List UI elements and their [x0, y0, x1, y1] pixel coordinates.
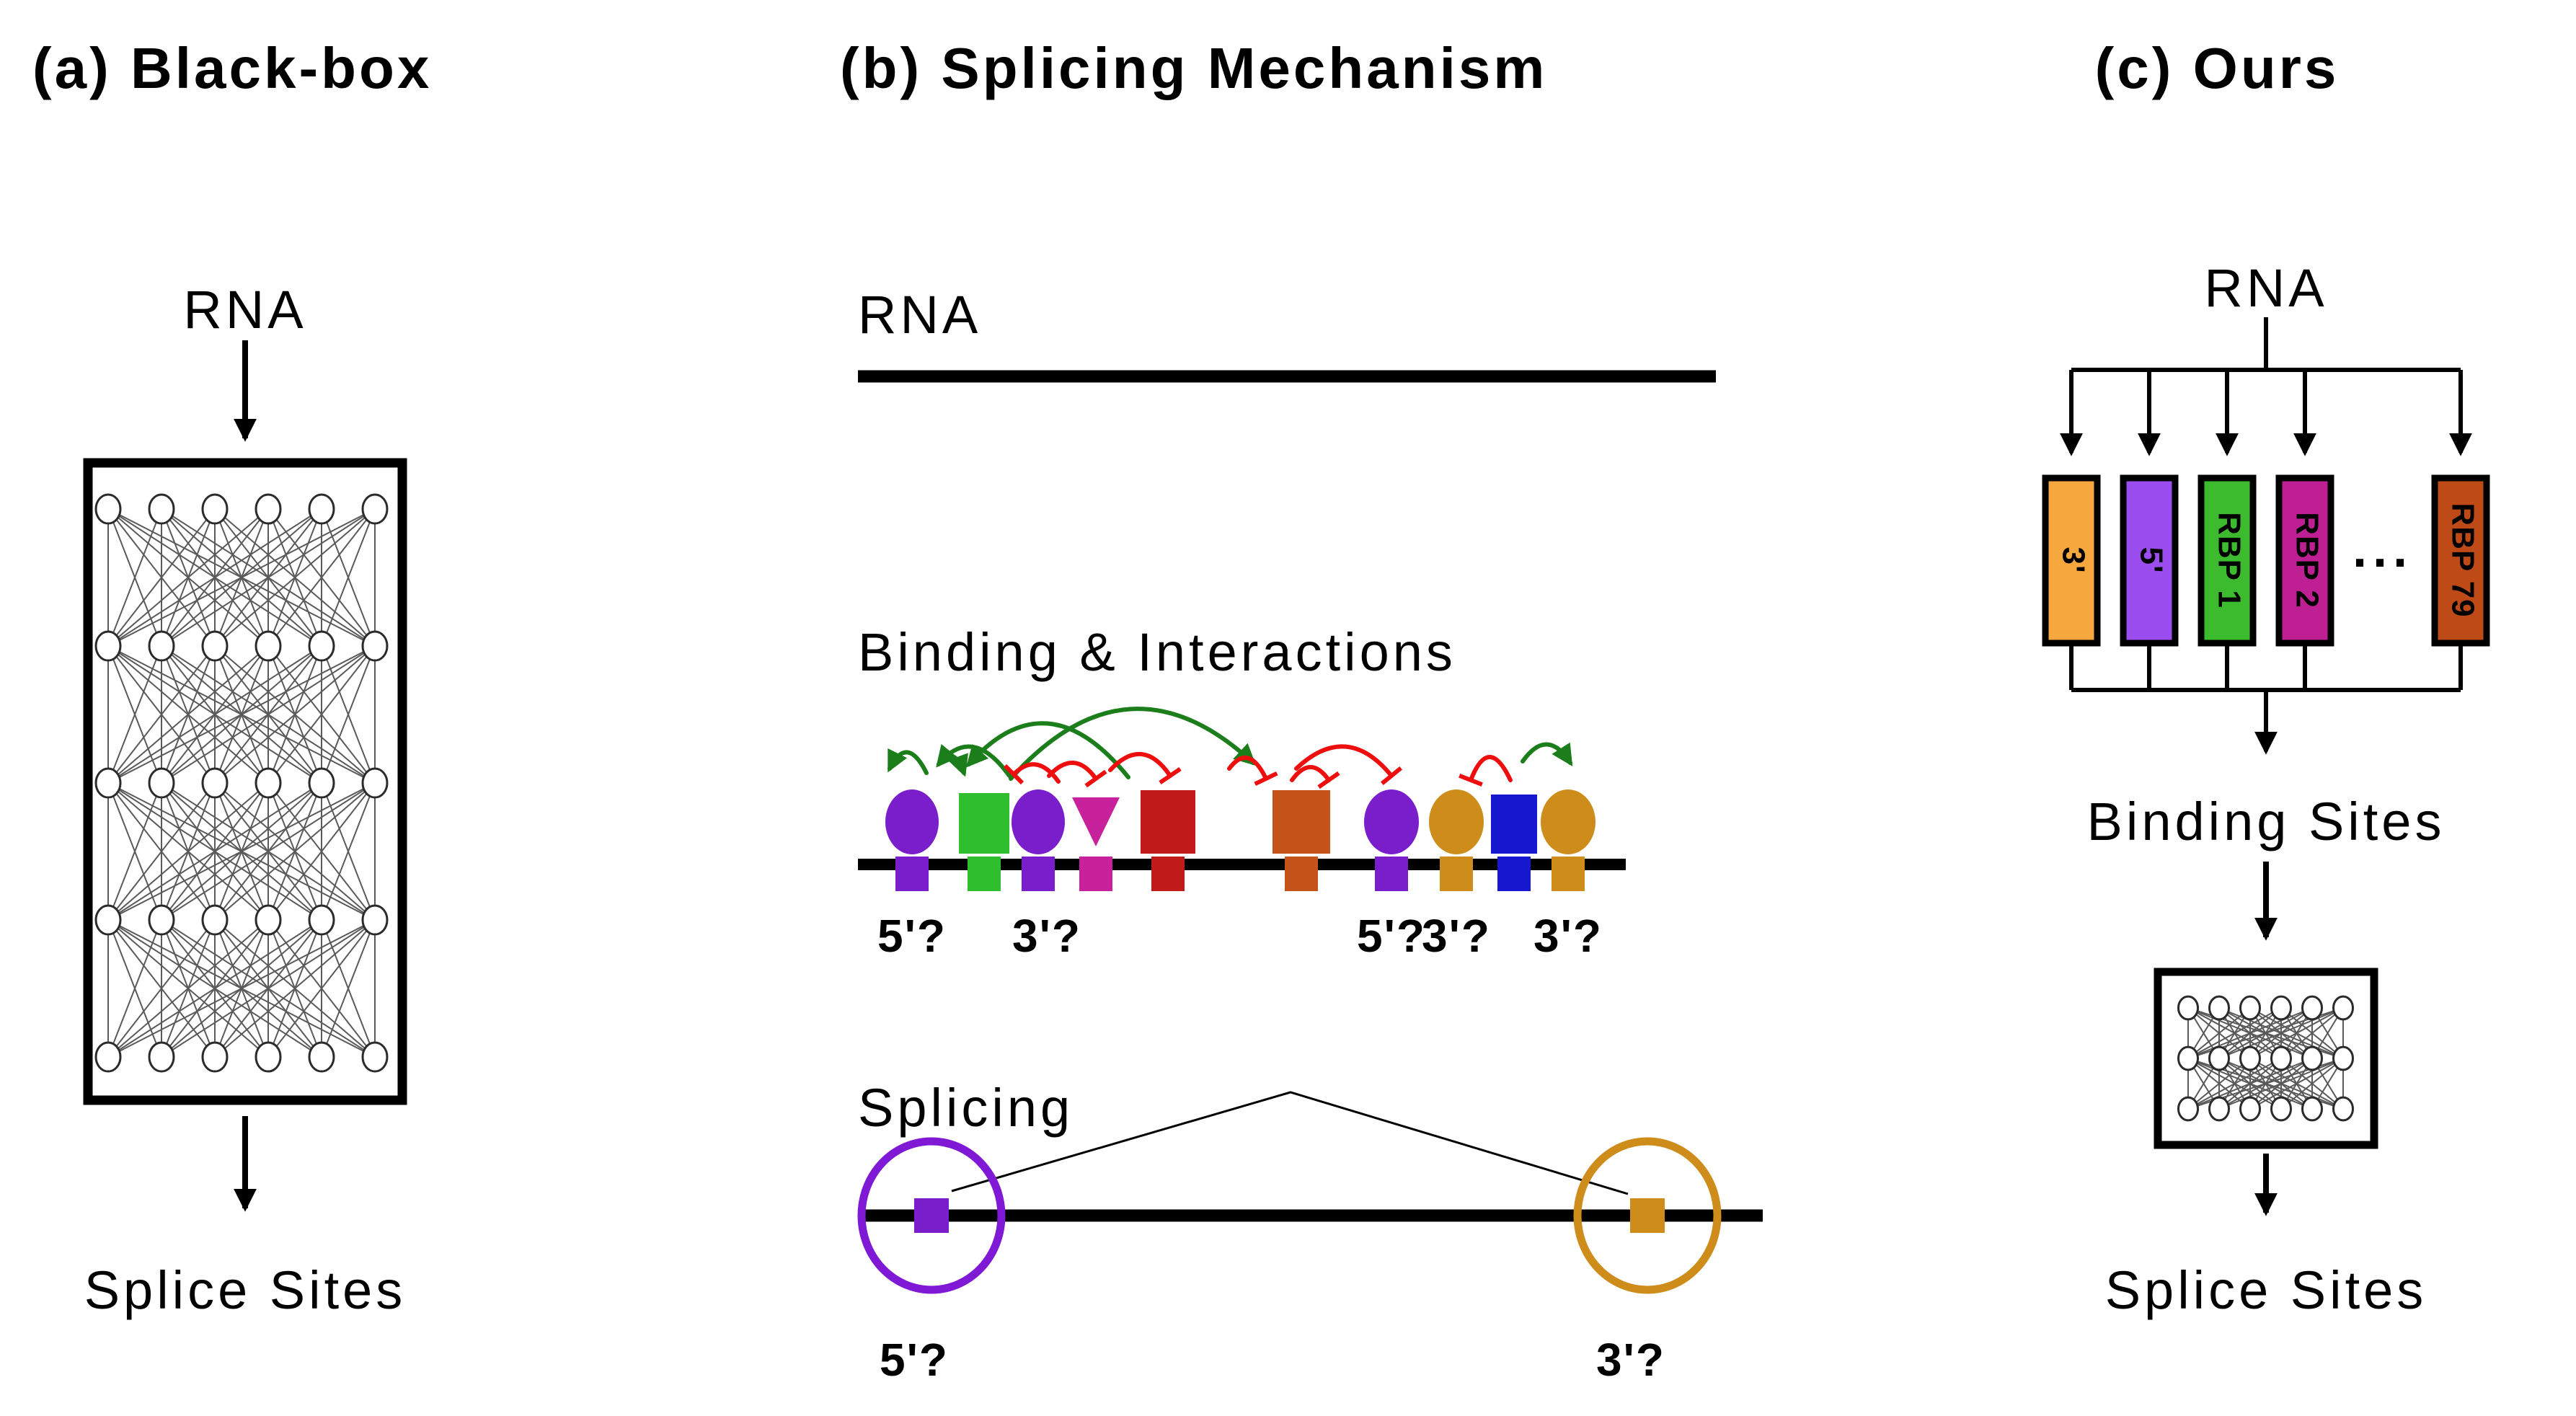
site-label: 3'?: [1533, 910, 1603, 962]
rbp-ellipse-goldenrod: [1541, 789, 1595, 854]
panel-a: (a) Black-box RNA Splice Sites: [32, 36, 432, 1320]
site-mark: [1440, 857, 1473, 891]
panel-a-output-label: Splice Sites: [84, 1260, 407, 1320]
rbp-square-green: [959, 793, 1009, 854]
site-mark: [1151, 857, 1185, 891]
ours-neural-network: [2177, 995, 2354, 1122]
rbp-ellipse-purple: [1364, 789, 1419, 854]
green-arc: [888, 748, 929, 775]
panel-c: (c) Ours RNA 3' 5' RBP 1 RBP 2 RBP 79 ··…: [2042, 36, 2490, 1320]
rbp-box-label: 3': [2055, 547, 2091, 574]
rbp-predictor-boxes: 3' 5' RBP 1 RBP 2 RBP 79 ···: [2042, 474, 2490, 647]
site-mark: [1285, 857, 1318, 891]
rbp-ellipse-purple: [885, 789, 939, 854]
panel-c-rna-label: RNA: [2204, 258, 2327, 318]
binding-interactions-title: Binding & Interactions: [858, 622, 1456, 682]
panel-c-title: (c) Ours: [2095, 36, 2340, 100]
interaction-arcs: [888, 707, 1573, 789]
binding-site-labels: 5'? 3'? 5'? 3'? 3'?: [877, 910, 1603, 962]
panel-b-title: (b) Splicing Mechanism: [840, 36, 1547, 100]
green-arc: [1521, 742, 1573, 767]
splice-donor-ring: [857, 1137, 1006, 1294]
rbp-box-label: RBP 2: [2289, 512, 2324, 609]
red-arc: [1003, 762, 1061, 785]
rbp-triangle-magenta: [1072, 797, 1120, 846]
rbp-box-label: 5': [2133, 547, 2169, 574]
red-arc: [1108, 751, 1182, 785]
red-arc: [1227, 755, 1278, 787]
site-mark: [1497, 857, 1531, 891]
rbp-ellipse-purple: [1012, 789, 1065, 854]
splice-acceptor-ring: [1573, 1137, 1722, 1294]
panel-a-title: (a) Black-box: [32, 36, 432, 100]
site-mark: [1022, 857, 1055, 891]
intron-lariat-lines: [951, 1091, 1629, 1195]
site-mark: [1375, 857, 1408, 891]
green-arc: [941, 753, 968, 777]
acceptor-site-label: 3'?: [1596, 1334, 1665, 1386]
rbp-shapes: [885, 789, 1595, 854]
donor-site-mark: [914, 1198, 949, 1233]
rbp-box-label: RBP 1: [2211, 512, 2247, 609]
panel-b-rna-label: RNA: [858, 285, 981, 345]
splicing-title: Splicing: [858, 1078, 1074, 1138]
rbp-square-chocolate: [1272, 790, 1330, 854]
rbp-box: [2431, 474, 2490, 647]
site-label: 3'?: [1012, 910, 1081, 962]
rbp-ellipse-goldenrod: [1429, 789, 1484, 854]
donor-site-label: 5'?: [880, 1334, 949, 1386]
rbp-box: [2042, 474, 2101, 647]
red-arc: [1459, 755, 1513, 787]
blackbox-neural-network: [94, 493, 389, 1073]
binding-sites-label: Binding Sites: [2087, 792, 2446, 851]
red-arc: [1294, 744, 1403, 786]
panel-c-output-label: Splice Sites: [2105, 1260, 2427, 1320]
binding-site-marks: [895, 857, 1585, 891]
site-mark: [1552, 857, 1585, 891]
green-arc: [966, 721, 1130, 779]
rbp-box-label: RBP 79: [2445, 503, 2480, 617]
ellipsis-dots: ···: [2353, 534, 2413, 592]
site-mark: [895, 857, 929, 891]
site-mark: [968, 857, 1001, 891]
acceptor-site-mark: [1630, 1198, 1665, 1233]
red-arc: [1047, 761, 1107, 788]
site-label: 3'?: [1422, 910, 1491, 962]
panel-b: (b) Splicing Mechanism RNA Binding & Int…: [840, 36, 1763, 1386]
rbp-square-firebrick: [1141, 790, 1195, 854]
panel-a-rna-label: RNA: [183, 280, 306, 340]
red-arc: [1290, 765, 1340, 789]
green-arc: [1009, 707, 1257, 781]
site-mark: [1079, 857, 1112, 891]
site-label: 5'?: [877, 910, 947, 962]
site-label: 5'?: [1357, 910, 1426, 962]
rbp-square-blue: [1491, 795, 1537, 854]
